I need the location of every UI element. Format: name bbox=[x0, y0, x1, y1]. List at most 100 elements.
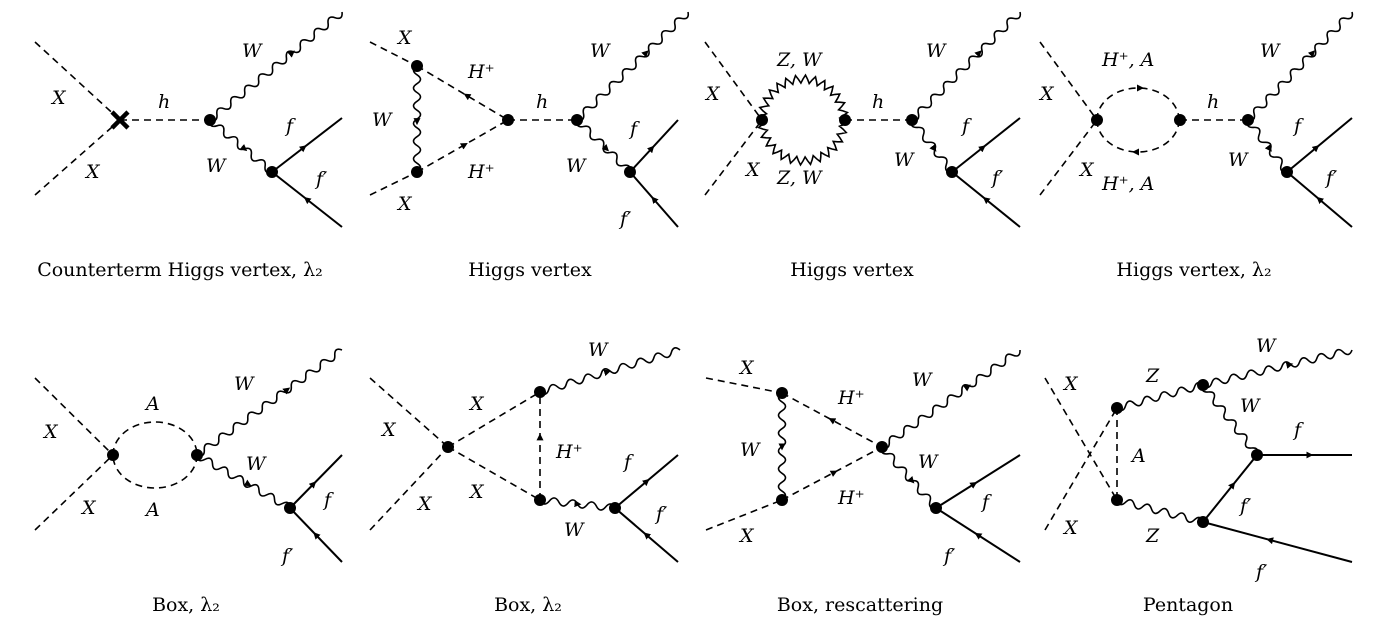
label-w-middle: W bbox=[918, 451, 939, 473]
diagram-4: X X H⁺, A H⁺, A h W W f f′ Higgs vertex,… bbox=[1038, 40, 1338, 281]
vertex-dot bbox=[1174, 114, 1186, 126]
vertex-dot bbox=[411, 60, 423, 72]
arrow-icon bbox=[641, 50, 649, 58]
fermion-line bbox=[289, 454, 343, 509]
diagram-7: X X W H⁺ H⁺ W W f f′ Box, rescattering bbox=[738, 357, 992, 616]
label-f-prime: f′ bbox=[990, 167, 1004, 189]
label-f: f bbox=[960, 115, 972, 137]
scalar-propagator bbox=[704, 119, 763, 196]
label-w-top: W bbox=[242, 40, 263, 62]
label-hplus: H⁺ bbox=[555, 441, 583, 463]
label-f-prime: f′ bbox=[1324, 167, 1338, 189]
w-boson-line bbox=[880, 446, 937, 509]
vertex-dot bbox=[204, 114, 216, 126]
arrow-icon bbox=[829, 470, 838, 477]
gauge-loop-line bbox=[756, 119, 850, 167]
vertex-dot bbox=[609, 502, 621, 514]
vertex-dot bbox=[839, 114, 851, 126]
counterterm-cross-icon bbox=[110, 110, 130, 130]
label-h: h bbox=[536, 91, 548, 113]
arrow-icon bbox=[641, 478, 650, 487]
gauge-loop-line bbox=[756, 73, 850, 121]
scalar-loop-line bbox=[112, 421, 198, 456]
w-boson-line bbox=[1202, 348, 1353, 389]
caption-1: Counterterm Higgs vertex, λ₂ bbox=[37, 259, 323, 281]
vertex-dot bbox=[266, 166, 278, 178]
vertex-dot bbox=[1111, 494, 1123, 506]
vertex-dot bbox=[930, 502, 942, 514]
label-f: f bbox=[322, 489, 334, 511]
arrow-icon bbox=[303, 197, 312, 205]
scalar-propagator bbox=[781, 392, 883, 448]
w-boson-line bbox=[196, 348, 343, 457]
arrow-icon bbox=[907, 475, 915, 484]
arrow-icon bbox=[282, 387, 291, 395]
label-f-prime: f′ bbox=[942, 545, 956, 567]
arrow-icon bbox=[1311, 145, 1320, 153]
arrow-icon bbox=[982, 196, 991, 205]
w-boson-line bbox=[576, 11, 690, 122]
arrow-icon bbox=[287, 50, 295, 58]
vertex-dot bbox=[442, 441, 454, 453]
fermion-line bbox=[1286, 117, 1353, 173]
arrow-icon bbox=[963, 384, 971, 392]
fermion-line bbox=[1202, 521, 1353, 563]
label-x-top: X bbox=[1038, 83, 1055, 105]
arrow-icon bbox=[978, 145, 986, 153]
diagram-3: X X Z, W Z, W h W W f f′ Higgs vertex bbox=[704, 40, 1004, 281]
w-boson-line bbox=[910, 119, 953, 173]
label-w-top: W bbox=[1256, 335, 1277, 357]
fermion-line bbox=[629, 119, 679, 173]
label-h: h bbox=[158, 91, 170, 113]
vertex-dot bbox=[1197, 379, 1209, 391]
label-f-prime: f′ bbox=[280, 545, 294, 567]
scalar-loop-line bbox=[112, 454, 198, 489]
scalar-propagator bbox=[369, 171, 418, 196]
arrow-icon bbox=[1316, 196, 1325, 205]
label-w-top: W bbox=[588, 339, 609, 361]
label-hplus-bottom: H⁺ bbox=[837, 487, 865, 509]
label-x-bottom: X bbox=[1062, 517, 1079, 539]
scalar-propagator bbox=[1044, 407, 1118, 531]
label-zw-bottom: Z, W bbox=[776, 167, 823, 189]
arrow-icon bbox=[1264, 144, 1272, 152]
label-x-inner-bottom: X bbox=[468, 481, 485, 503]
scalar-propagator bbox=[447, 391, 541, 448]
arrow-icon bbox=[929, 144, 937, 152]
label-w-top: W bbox=[1260, 40, 1281, 62]
arrow-icon bbox=[601, 144, 610, 152]
vertex-dot bbox=[1111, 402, 1123, 414]
fermion-line bbox=[271, 117, 343, 173]
label-z-bottom: Z bbox=[1145, 525, 1160, 547]
caption-8: Pentagon bbox=[1143, 594, 1233, 616]
vertex-dot bbox=[1091, 114, 1103, 126]
vertex-dot bbox=[534, 386, 546, 398]
vertex-dot bbox=[534, 494, 546, 506]
label-f: f bbox=[980, 491, 992, 513]
caption-7: Box, rescattering bbox=[777, 594, 943, 616]
label-w-bottom: W bbox=[894, 149, 915, 171]
scalar-propagator bbox=[369, 41, 418, 67]
label-hplus-top: H⁺ bbox=[467, 61, 495, 83]
scalar-propagator bbox=[34, 454, 114, 531]
scalar-propagator bbox=[1039, 41, 1098, 121]
vertex-dot bbox=[624, 166, 636, 178]
scalar-propagator bbox=[369, 446, 449, 531]
label-w-middle: W bbox=[1240, 395, 1261, 417]
vertex-dot bbox=[411, 166, 423, 178]
label-f-prime: f′ bbox=[618, 208, 632, 230]
caption-6: Box, λ₂ bbox=[494, 594, 562, 616]
w-boson-line bbox=[209, 11, 343, 122]
label-x-bottom: X bbox=[738, 525, 755, 547]
scalar-loop-line bbox=[1096, 87, 1180, 121]
caption-4: Higgs vertex, λ₂ bbox=[1116, 259, 1271, 281]
label-f: f bbox=[622, 451, 634, 473]
scalar-loop-line bbox=[1096, 119, 1180, 153]
vertex-dot bbox=[1251, 449, 1263, 461]
fermion-line bbox=[935, 454, 1021, 509]
label-hplus-bottom: H⁺ bbox=[467, 161, 495, 183]
label-w-middle: W bbox=[246, 453, 267, 475]
arrow-icon bbox=[313, 532, 321, 540]
arrow-icon bbox=[974, 532, 983, 540]
label-a-top: A bbox=[144, 393, 160, 415]
